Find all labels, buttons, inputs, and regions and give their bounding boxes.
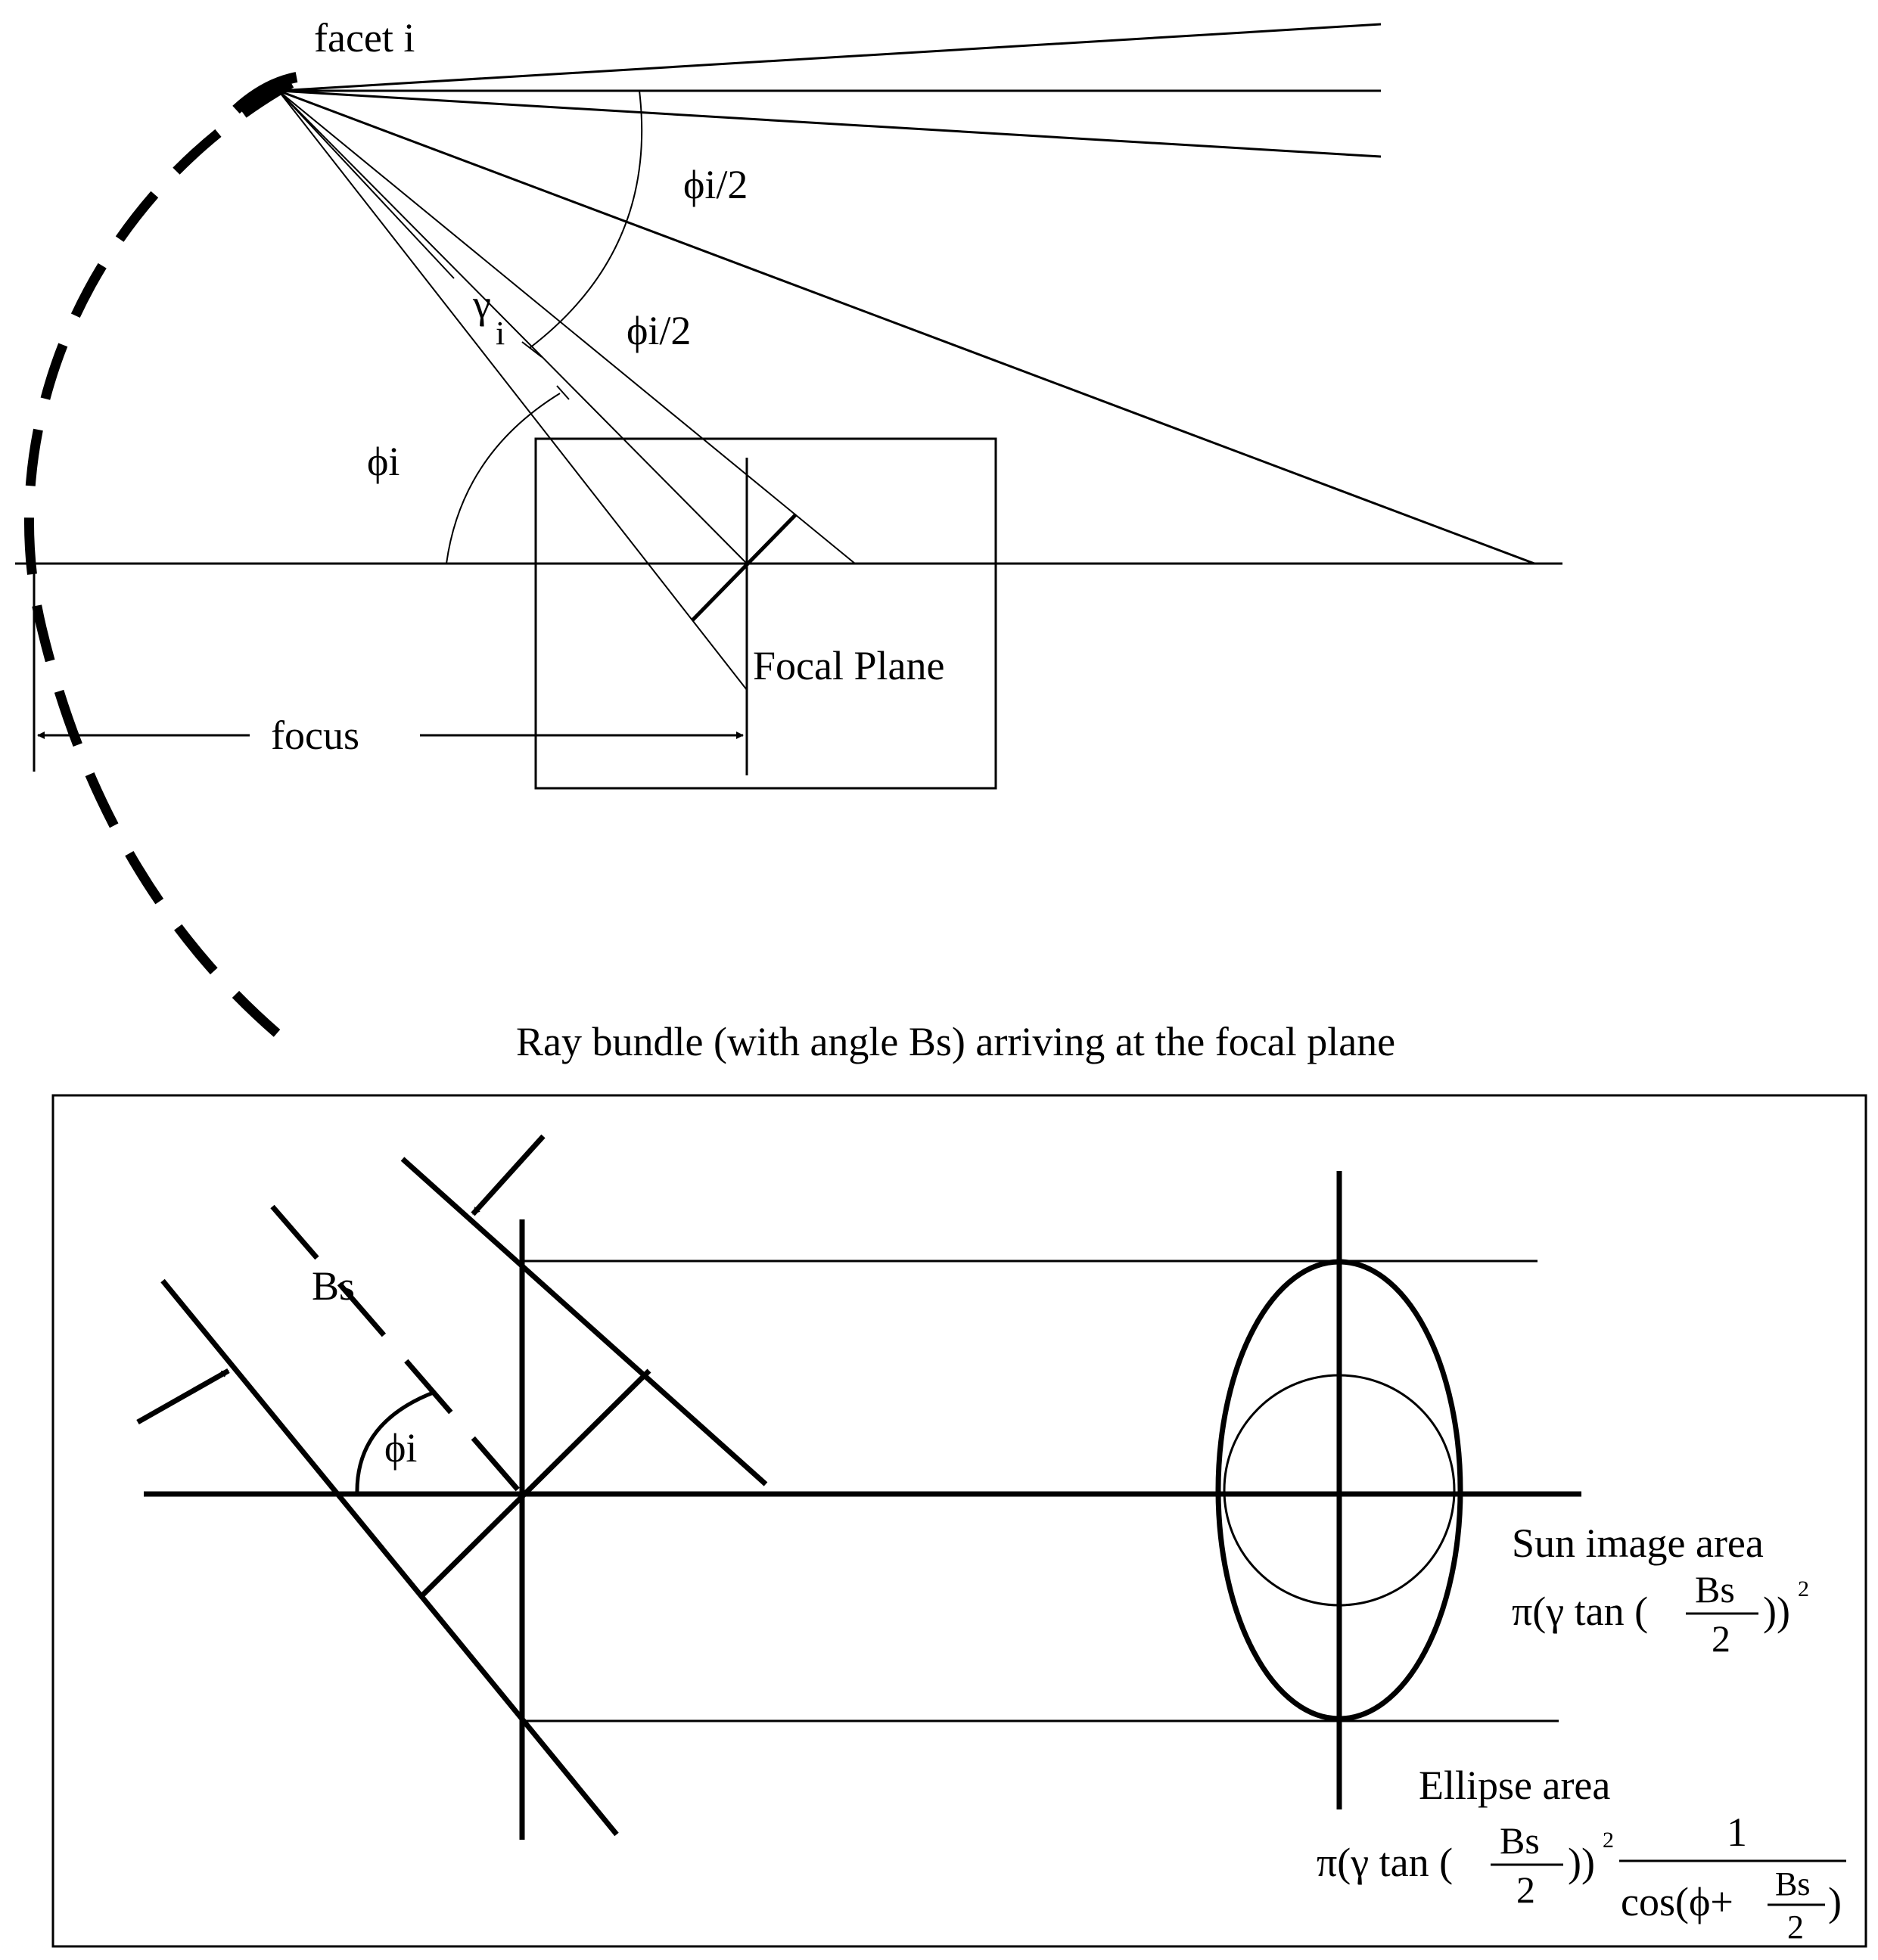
sun-area-prefix: π(γ tan (: [1512, 1589, 1648, 1634]
bottom-frame: [51, 1094, 1867, 1948]
sun-area-formula: Sun image area π(γ tan ( Bs 2 )) 2: [1512, 1520, 1809, 1660]
phi-arc-bottom: [355, 1390, 436, 1495]
ellipse-area-cos-denominator: 2: [1787, 1909, 1804, 1946]
ray-lower: [278, 90, 748, 691]
image-ellipse: [1215, 1259, 1463, 1722]
phi-label: ϕi: [367, 439, 400, 484]
facet-label: facet i: [314, 15, 415, 61]
ellipse-area-prefix: π(γ tan (: [1317, 1840, 1453, 1885]
bs-arrow-left: [136, 1368, 230, 1425]
bundle-ray-lower: [160, 1278, 619, 1837]
phi-half-arc: [529, 90, 643, 349]
focus-label: focus: [271, 713, 359, 758]
gamma-tick: [278, 90, 455, 279]
ray-to-axis-far: [278, 89, 1535, 565]
ellipse-area-one: 1: [1727, 1809, 1747, 1855]
ellipse-area-cos-prefix: cos(ϕ+: [1621, 1879, 1733, 1924]
half-angle-label-lower: ϕi/2: [627, 308, 691, 353]
sun-area-title: Sun image area: [1512, 1520, 1764, 1566]
arc-tick-lower: [556, 385, 570, 400]
phi-arc: [446, 393, 561, 564]
ellipse-area-cos-numerator: Bs: [1775, 1865, 1810, 1903]
sun-image-circle: [1223, 1374, 1456, 1607]
ray-to-axis-near: [278, 90, 856, 564]
bs-arrow-right: [471, 1134, 546, 1216]
sun-area-exponent: 2: [1798, 1576, 1809, 1601]
incoming-ray-upper: [278, 23, 1382, 92]
ellipse-area-title: Ellipse area: [1419, 1763, 1610, 1808]
half-angle-label-upper: ϕi/2: [683, 162, 748, 207]
arc-tick-upper: [521, 341, 543, 358]
gamma-subscript: i: [496, 315, 505, 352]
facet-mark: [232, 72, 298, 114]
focal-plane-label: Focal Plane: [753, 643, 944, 688]
bundle-width-line: [418, 1368, 651, 1600]
ellipse-area-cos-suffix: ): [1828, 1879, 1842, 1924]
focal-plane-box: [534, 437, 997, 790]
bottom-diagram: [51, 1094, 1867, 1948]
bs-label: Bs: [312, 1263, 355, 1309]
ellipse-area-exponent: 2: [1603, 1828, 1614, 1853]
bundle-ray-upper: [400, 1157, 768, 1486]
phi-label-bottom: ϕi: [384, 1425, 417, 1471]
bottom-caption: Ray bundle (with angle Bs) arriving at t…: [516, 1019, 1395, 1064]
sun-area-suffix: )): [1763, 1589, 1790, 1634]
ellipse-area-suffix: )): [1568, 1840, 1595, 1885]
bundle-ray-center-dashed: [270, 1204, 526, 1499]
ray-bundle-width: [691, 513, 798, 622]
ellipse-area-formula: Ellipse area π(γ tan ( Bs 2 )) 2 1 cos(ϕ…: [1317, 1763, 1846, 1946]
sun-area-numerator: Bs: [1695, 1568, 1735, 1611]
sun-area-denominator: 2: [1712, 1617, 1730, 1660]
top-diagram: [15, 23, 1562, 1056]
ellipse-area-denominator: 2: [1516, 1868, 1535, 1911]
dish-outline: [24, 79, 303, 1056]
ray-central: [278, 90, 748, 564]
incoming-ray-lower: [278, 89, 1382, 158]
gamma-label: γ: [472, 281, 491, 327]
ellipse-area-numerator: Bs: [1500, 1819, 1540, 1862]
